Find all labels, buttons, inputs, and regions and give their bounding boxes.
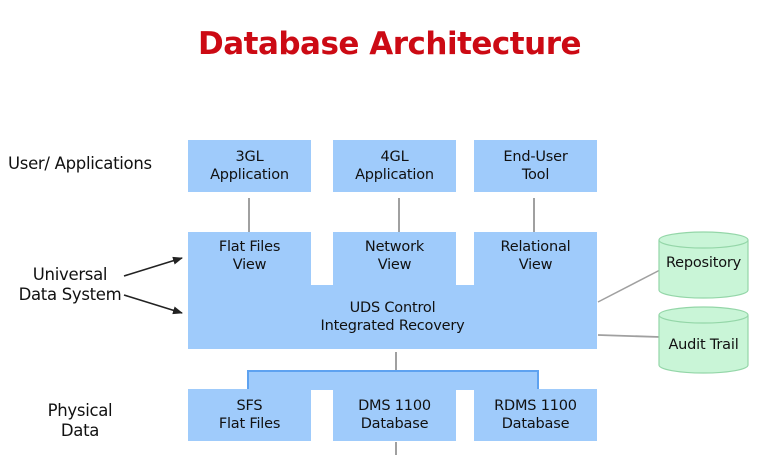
layer-label-line: Data System (18, 285, 122, 304)
box-line: Relational (500, 239, 571, 255)
layer-label-text: User/ Applications (8, 154, 152, 173)
connector-uds-to-bus (395, 352, 397, 370)
diagram-title: Database Architecture (197, 26, 582, 62)
repository-label[interactable]: Repository (665, 255, 742, 271)
box-line: View (518, 257, 553, 273)
arrow-uds-to-control (123, 294, 183, 315)
audit-trail-label[interactable]: Audit Trail (668, 337, 739, 353)
view-box-relational[interactable]: Relational View (474, 232, 597, 286)
connector-uds-to-repository (597, 269, 661, 303)
box-line: DMS 1100 (358, 398, 431, 414)
connector-4gl-to-network (398, 198, 400, 232)
app-box-end-user-tool[interactable]: End-User Tool (474, 140, 597, 192)
box-line: Network (364, 239, 425, 255)
connector-enduser-to-relational (533, 198, 535, 232)
layer-label-physical-data: Physical Data (40, 401, 120, 441)
layer-label-line: Data (60, 421, 100, 440)
app-box-4gl[interactable]: 4GL Application (333, 140, 456, 192)
box-line: End-User (503, 149, 568, 165)
view-box-flat-files[interactable]: Flat Files View (188, 232, 311, 286)
physical-box-dms[interactable]: DMS 1100 Database (333, 389, 456, 441)
layer-label-line: Physical (47, 401, 113, 420)
physical-data-bus (247, 370, 539, 390)
box-line: RDMS 1100 (494, 398, 577, 414)
connector-3gl-to-flatfiles (248, 198, 250, 232)
box-line: Application (355, 167, 434, 183)
physical-box-rdms[interactable]: RDMS 1100 Database (474, 389, 597, 441)
box-line: View (232, 257, 267, 273)
box-line: SFS (236, 398, 263, 414)
box-line: Flat Files (218, 416, 281, 432)
box-line: Tool (521, 167, 550, 183)
box-line: 4GL (380, 149, 409, 165)
connector-uds-to-audit-trail (597, 334, 661, 338)
connector-bottom-stub (395, 442, 397, 455)
box-line: Integrated Recovery (320, 318, 465, 334)
box-line: Database (501, 416, 570, 432)
layer-label-universal-data-system: Universal Data System (10, 265, 130, 305)
layer-label-line: Universal (32, 265, 108, 284)
layer-label-user-applications: User/ Applications (8, 154, 178, 174)
box-line: UDS Control (349, 300, 436, 316)
box-line: 3GL (235, 149, 264, 165)
box-line: View (377, 257, 412, 273)
box-line: Flat Files (218, 239, 281, 255)
uds-control-box[interactable]: UDS Control Integrated Recovery (188, 285, 597, 349)
app-box-3gl[interactable]: 3GL Application (188, 140, 311, 192)
physical-box-sfs[interactable]: SFS Flat Files (188, 389, 311, 441)
arrow-uds-to-views (123, 256, 183, 277)
box-line: Database (360, 416, 429, 432)
view-box-network[interactable]: Network View (333, 232, 456, 286)
box-line: Application (210, 167, 289, 183)
